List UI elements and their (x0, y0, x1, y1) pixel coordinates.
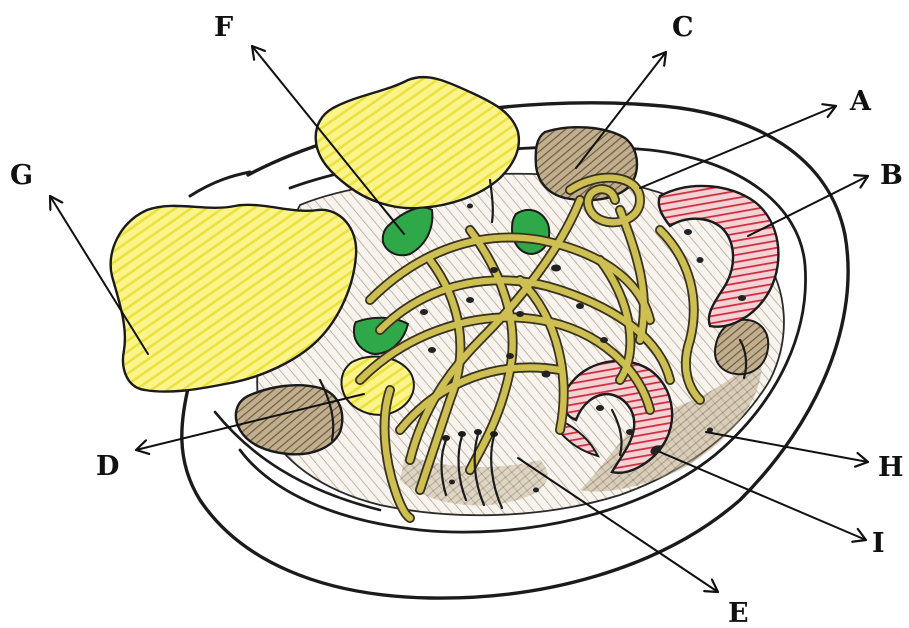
label-b: B (880, 160, 903, 191)
label-c: C (672, 12, 694, 43)
mushroom-right (715, 320, 768, 374)
label-e: E (728, 598, 749, 628)
arrow-i (660, 452, 866, 540)
arrow-h (706, 432, 868, 462)
arrow-b (748, 176, 868, 236)
label-a: A (849, 86, 872, 117)
mushroom-top (536, 127, 637, 200)
label-h: H (878, 452, 904, 483)
label-g: G (10, 160, 33, 191)
label-d: D (96, 451, 119, 482)
label-i: I (872, 528, 885, 559)
green-vegetable-top-right (512, 210, 549, 254)
plate-outer-rim-left (190, 172, 250, 196)
label-f: F (214, 12, 233, 43)
